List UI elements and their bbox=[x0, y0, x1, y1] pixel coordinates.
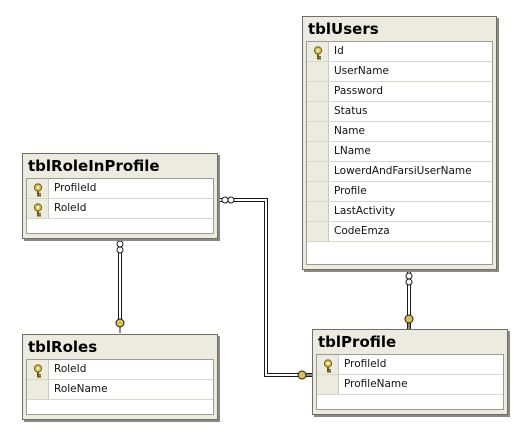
primary-key-icon bbox=[322, 358, 334, 373]
field-name: ProfileId bbox=[54, 182, 97, 194]
field-name: Id bbox=[334, 45, 344, 57]
field-row[interactable]: ProfileId bbox=[317, 355, 503, 375]
relationship-users-profile[interactable] bbox=[404, 270, 414, 330]
row-selector[interactable] bbox=[307, 62, 329, 81]
row-selector[interactable] bbox=[307, 82, 329, 101]
row-selector[interactable] bbox=[27, 360, 49, 379]
row-selector[interactable] bbox=[307, 142, 329, 161]
field-row[interactable]: LName bbox=[307, 142, 492, 162]
row-selector[interactable] bbox=[307, 202, 329, 221]
many-end-infinity-icon bbox=[221, 196, 229, 204]
field-row[interactable]: ProfileId bbox=[27, 179, 213, 199]
one-end-key-icon bbox=[404, 314, 414, 330]
relationship-roleinprofile-roles[interactable] bbox=[115, 238, 125, 333]
field-row[interactable]: Status bbox=[307, 102, 492, 122]
one-end-key-icon bbox=[115, 318, 125, 333]
row-selector[interactable] bbox=[307, 122, 329, 141]
field-row[interactable]: Id bbox=[307, 42, 492, 62]
field-name: Name bbox=[334, 125, 365, 137]
field-name: ProfileId bbox=[344, 358, 387, 370]
field-row[interactable]: ProfileName bbox=[317, 375, 503, 395]
field-row[interactable]: Name bbox=[307, 122, 492, 142]
field-row[interactable]: LastActivity bbox=[307, 202, 492, 222]
field-row[interactable]: Password bbox=[307, 82, 492, 102]
field-name: Profile bbox=[334, 185, 367, 197]
field-row[interactable]: Profile bbox=[307, 182, 492, 202]
field-name: CodeEmza bbox=[334, 225, 390, 237]
field-row[interactable]: RoleId bbox=[27, 360, 213, 380]
table-title: tblRoleInProfile bbox=[28, 157, 160, 175]
primary-key-icon bbox=[32, 202, 44, 217]
row-selector[interactable] bbox=[307, 102, 329, 121]
field-name: LastActivity bbox=[334, 205, 396, 217]
field-name: RoleId bbox=[54, 363, 87, 375]
field-name: ProfileName bbox=[344, 378, 408, 390]
field-name: RoleId bbox=[54, 202, 87, 214]
row-selector[interactable] bbox=[307, 42, 329, 61]
field-row[interactable]: LowerdAndFarsiUserName bbox=[307, 162, 492, 182]
field-name: LowerdAndFarsiUserName bbox=[334, 165, 472, 177]
field-name: LName bbox=[334, 145, 371, 157]
row-selector[interactable] bbox=[27, 199, 49, 218]
table-title: tblRoles bbox=[28, 338, 98, 356]
row-selector[interactable] bbox=[307, 182, 329, 201]
primary-key-icon bbox=[312, 45, 324, 60]
one-end-key-icon bbox=[297, 370, 312, 380]
field-row[interactable]: UserName bbox=[307, 62, 492, 82]
row-selector[interactable] bbox=[27, 179, 49, 198]
row-selector[interactable] bbox=[27, 380, 49, 399]
primary-key-icon bbox=[32, 363, 44, 378]
field-name: RoleName bbox=[54, 383, 108, 395]
field-row[interactable]: RoleName bbox=[27, 380, 213, 400]
row-selector[interactable] bbox=[317, 375, 339, 394]
many-end-infinity-icon bbox=[116, 240, 124, 248]
row-selector[interactable] bbox=[307, 222, 329, 241]
many-end-infinity-icon bbox=[405, 272, 413, 280]
row-selector[interactable] bbox=[317, 355, 339, 374]
field-row[interactable]: CodeEmza bbox=[307, 222, 492, 242]
primary-key-icon bbox=[32, 182, 44, 197]
field-row[interactable]: RoleId bbox=[27, 199, 213, 219]
field-name: UserName bbox=[334, 65, 389, 77]
field-name: Status bbox=[334, 105, 368, 117]
table-title: tblUsers bbox=[308, 20, 379, 38]
field-name: Password bbox=[334, 85, 384, 97]
table-title: tblProfile bbox=[318, 333, 397, 351]
relationship-roleinprofile-profile[interactable] bbox=[218, 196, 312, 380]
row-selector[interactable] bbox=[307, 162, 329, 181]
